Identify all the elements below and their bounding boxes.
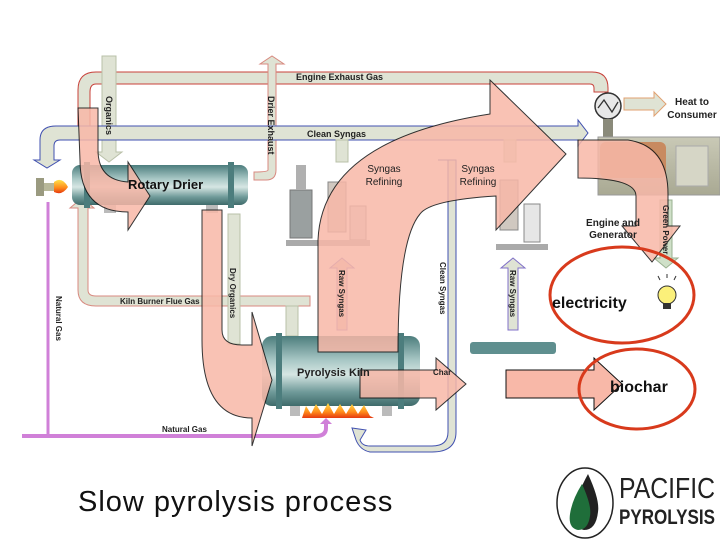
raw-syngas-arrow-2 [499, 257, 527, 331]
label-syngas-refining-1-line1: Syngas [367, 164, 400, 175]
electricity-highlight [548, 245, 696, 345]
annotation-biochar: biochar [610, 379, 668, 396]
label-clean-syngas-vertical: Clean Syngas [438, 262, 447, 315]
light-bulb-icon [657, 274, 677, 309]
overlay-arrow-biochar [505, 356, 623, 412]
label-clean-syngas-top: Clean Syngas [307, 129, 366, 139]
drier-burner [36, 178, 68, 196]
kiln-burner-flue-pipe [68, 197, 311, 337]
label-raw-syngas-2: Raw Syngas [508, 270, 517, 318]
overlay-arrow-power [577, 139, 682, 263]
annotation-electricity: electricity [552, 295, 627, 312]
label-engine-generator-line1: Engine and [586, 218, 640, 229]
engine-exhaust-pipe [77, 71, 609, 141]
label-syngas-refining-2-line2: Refining [460, 177, 497, 188]
heat-exchanger-icon [594, 92, 622, 137]
kiln-flames [302, 403, 374, 418]
label-char: Char [433, 368, 451, 377]
label-rotary-drier: Rotary Drier [128, 177, 203, 192]
logo-text-bottom: PYROLYSIS [619, 506, 715, 529]
overlay-arrow-syngas-engine [317, 78, 567, 353]
overlay-arrow-dry-organics [201, 209, 273, 447]
label-raw-syngas-1: Raw Syngas [337, 270, 346, 318]
label-drier-exhaust: Drier Exhaust [266, 96, 276, 155]
label-pyrolysis-kiln: Pyrolysis Kiln [297, 367, 370, 379]
logo-text-top: PACIFIC [619, 473, 715, 505]
label-natural-gas-vertical: Natural Gas [54, 296, 63, 341]
label-engine-generator-line2: Generator [589, 230, 637, 241]
label-natural-gas-bottom: Natural Gas [162, 425, 207, 434]
slide-title: Slow pyrolysis process [78, 486, 394, 518]
natural-gas-line [22, 202, 332, 438]
overlay-arrow-char [359, 356, 467, 412]
label-heat-to-consumer-line1: Heat to [675, 97, 709, 108]
pacific-pyrolysis-logo: PACIFIC PYROLYSIS [556, 467, 715, 539]
label-organics: Organics [104, 96, 114, 135]
label-heat-to-consumer-line2: Consumer [667, 110, 717, 121]
clean-syngas-return-pipe [351, 159, 457, 453]
label-syngas-refining-2-line1: Syngas [461, 164, 494, 175]
label-syngas-refining-1-line2: Refining [366, 177, 403, 188]
label-engine-exhaust-gas: Engine Exhaust Gas [296, 72, 383, 82]
label-kiln-burner-flue-gas: Kiln Burner Flue Gas [120, 297, 200, 306]
overlay-arrow-drier [77, 107, 151, 232]
heat-to-consumer-arrow [623, 90, 667, 118]
label-dry-organics: Dry Organics [228, 268, 237, 319]
char-cooler [470, 342, 556, 354]
label-green-power: Green Power [661, 205, 670, 254]
drier-exhaust-pipe [253, 55, 286, 181]
biochar-highlight [577, 347, 697, 431]
